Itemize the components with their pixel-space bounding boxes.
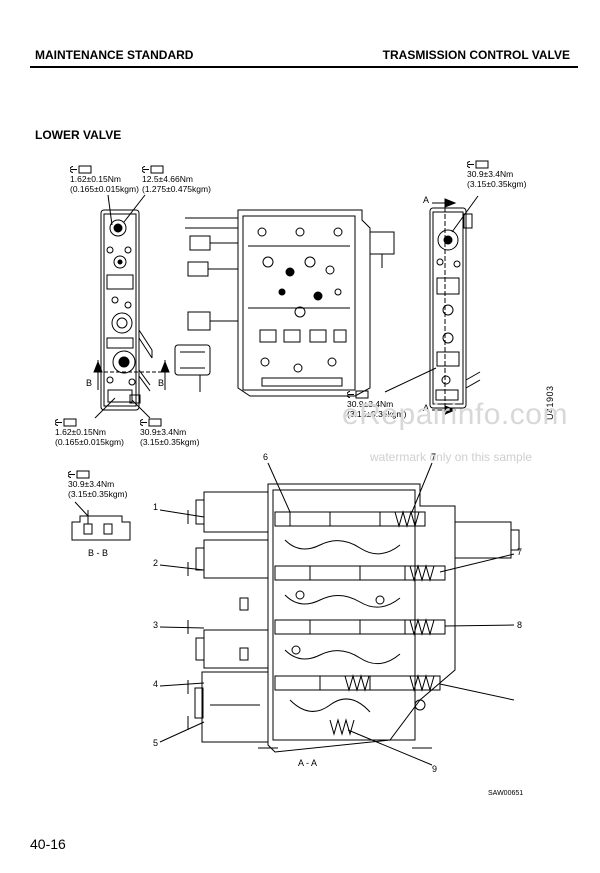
wrench-icon: [55, 418, 77, 427]
header-rule: [30, 66, 578, 68]
wrench-icon: [140, 418, 162, 427]
torque-spec-6-nm: 30.9±3.4Nm: [140, 427, 187, 437]
callout-6: 6: [263, 452, 269, 462]
watermark-sub: watermark only on this sample: [370, 450, 533, 464]
bb-section-view: [71, 501, 131, 541]
torque-spec-3: 30.9±3.4Nm (3.15±0.35kgm): [467, 160, 526, 189]
torque-spec-3-nm: 30.9±3.4Nm: [467, 169, 514, 179]
section-a-top-label: A: [423, 195, 430, 205]
left-side-view: [93, 194, 170, 419]
aa-section-view: [159, 462, 520, 766]
drawing-code: SAW00651: [488, 790, 524, 797]
torque-spec-6: 30.9±3.4Nm (3.15±0.35kgm): [140, 418, 199, 447]
callout-9: 9: [432, 764, 438, 774]
torque-spec-4: 30.9±3.4Nm (3.15±0.35kgm): [347, 390, 406, 419]
torque-spec-7: 30.9±3.4Nm (3.15±0.35kgm): [68, 470, 127, 499]
torque-spec-2: 12.5±4.66Nm (1.275±0.475kgm): [142, 165, 211, 194]
callout-1: 1: [153, 502, 159, 512]
torque-spec-1-nm: 1.62±0.15Nm: [70, 174, 121, 184]
torque-spec-2-nm: 12.5±4.66Nm: [142, 174, 193, 184]
torque-spec-5-nm: 1.62±0.15Nm: [55, 427, 106, 437]
section-aa-caption: A - A: [298, 758, 318, 768]
section-b-left-label: B: [86, 378, 93, 388]
wrench-icon: [142, 165, 164, 174]
torque-spec-4-nm: 30.9±3.4Nm: [347, 399, 394, 409]
torque-spec-4-kgm: (3.15±0.35kgm): [347, 409, 407, 419]
page-number: 40-16: [30, 836, 66, 852]
torque-spec-1-kgm: (0.165±0.015kgm): [70, 184, 139, 194]
torque-spec-7-kgm: (3.15±0.35kgm): [68, 489, 128, 499]
wrench-icon: [68, 470, 90, 479]
torque-spec-6-kgm: (3.15±0.35kgm): [140, 437, 200, 447]
wrench-icon: [70, 165, 92, 174]
callout-7b: 7: [517, 547, 523, 557]
callout-2: 2: [153, 558, 159, 568]
torque-spec-7-nm: 30.9±3.4Nm: [68, 479, 115, 489]
right-side-view: [384, 195, 481, 415]
callout-8: 8: [517, 620, 523, 630]
torque-spec-3-kgm: (3.15±0.35kgm): [467, 179, 527, 189]
wrench-icon: [467, 160, 489, 169]
torque-spec-1: 1.62±0.15Nm (0.165±0.015kgm): [70, 165, 139, 194]
section-a-bottom-label: A: [423, 403, 430, 413]
header-right-title: TRASMISSION CONTROL VALVE: [382, 48, 570, 62]
callout-4: 4: [153, 679, 159, 689]
callout-7a: 7: [431, 452, 437, 462]
section-title: LOWER VALVE: [35, 128, 122, 142]
torque-spec-2-kgm: (1.275±0.475kgm): [142, 184, 211, 194]
wrench-icon: [347, 390, 369, 399]
header-left-title: MAINTENANCE STANDARD: [35, 48, 194, 62]
callout-5: 5: [153, 738, 159, 748]
section-b-right-label: B: [158, 378, 165, 388]
torque-spec-5-kgm: (0.165±0.015kgm): [55, 437, 124, 447]
watermark-main: eRepairinfo.com: [342, 398, 568, 431]
callout-3: 3: [153, 620, 159, 630]
center-plan-view: [174, 209, 395, 397]
torque-spec-5: 1.62±0.15Nm (0.165±0.015kgm): [55, 418, 124, 447]
section-bb-caption: B - B: [88, 548, 109, 558]
